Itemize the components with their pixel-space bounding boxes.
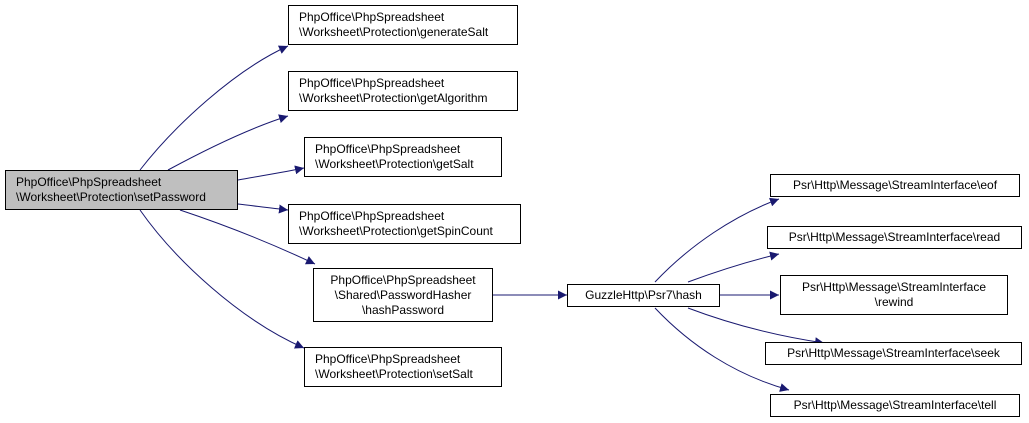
node-getalgorithm-line2: \Worksheet\Protection\getAlgorithm bbox=[299, 91, 488, 105]
node-getspincount-line2: \Worksheet\Protection\getSpinCount bbox=[299, 224, 493, 238]
node-setpassword[interactable]: PhpOffice\PhpSpreadsheet \Worksheet\Prot… bbox=[5, 170, 238, 210]
edge-setpassword-hashpassword bbox=[179, 209, 316, 265]
edge-setpassword-generatesalt bbox=[139, 45, 289, 171]
node-setsalt-line2: \Worksheet\Protection\setSalt bbox=[315, 367, 473, 381]
node-stream-read-label: Psr\Http\Message\StreamInterface\read bbox=[788, 230, 1001, 244]
node-setpassword-line1: PhpOffice\PhpSpreadsheet bbox=[16, 175, 162, 189]
node-stream-rewind-line2: \rewind bbox=[874, 295, 914, 309]
node-setsalt[interactable]: PhpOffice\PhpSpreadsheet \Worksheet\Prot… bbox=[304, 347, 502, 387]
node-stream-read[interactable]: Psr\Http\Message\StreamInterface\read bbox=[767, 226, 1022, 249]
edge-setpassword-getalgorithm bbox=[167, 114, 289, 171]
node-stream-rewind[interactable]: Psr\Http\Message\StreamInterface \rewind bbox=[780, 275, 1008, 315]
node-hashpassword[interactable]: PhpOffice\PhpSpreadsheet \Shared\Passwor… bbox=[313, 268, 493, 322]
edge-guzzlehash-tell bbox=[654, 307, 790, 392]
node-guzzlehash-label: GuzzleHttp\Psr7\hash bbox=[585, 288, 702, 302]
node-stream-tell[interactable]: Psr\Http\Message\StreamInterface\tell bbox=[770, 394, 1020, 417]
edge-setpassword-setsalt bbox=[139, 209, 305, 349]
node-setpassword-line2: \Worksheet\Protection\setPassword bbox=[16, 190, 206, 204]
node-setsalt-line1: PhpOffice\PhpSpreadsheet bbox=[315, 352, 461, 366]
node-getsalt[interactable]: PhpOffice\PhpSpreadsheet \Worksheet\Prot… bbox=[304, 137, 502, 177]
node-getalgorithm-line1: PhpOffice\PhpSpreadsheet bbox=[299, 76, 445, 90]
node-generatesalt-line1: PhpOffice\PhpSpreadsheet bbox=[299, 10, 445, 24]
node-getspincount[interactable]: PhpOffice\PhpSpreadsheet \Worksheet\Prot… bbox=[288, 204, 521, 244]
edge-guzzlehash-seek bbox=[687, 307, 825, 347]
node-getsalt-line2: \Worksheet\Protection\getSalt bbox=[315, 157, 474, 171]
node-stream-seek[interactable]: Psr\Http\Message\StreamInterface\seek bbox=[765, 342, 1022, 365]
edge-setpassword-getsalt bbox=[237, 165, 305, 181]
node-getalgorithm[interactable]: PhpOffice\PhpSpreadsheet \Worksheet\Prot… bbox=[288, 71, 518, 111]
node-generatesalt[interactable]: PhpOffice\PhpSpreadsheet \Worksheet\Prot… bbox=[288, 5, 518, 45]
node-getsalt-line1: PhpOffice\PhpSpreadsheet bbox=[315, 142, 461, 156]
node-hashpassword-line1: PhpOffice\PhpSpreadsheet bbox=[330, 272, 476, 287]
edge-setpassword-getspincount bbox=[237, 203, 289, 214]
node-stream-tell-label: Psr\Http\Message\StreamInterface\tell bbox=[793, 398, 997, 412]
node-stream-seek-label: Psr\Http\Message\StreamInterface\seek bbox=[787, 346, 1000, 360]
edge-guzzlehash-eof bbox=[654, 197, 780, 283]
edge-guzzlehash-read bbox=[687, 251, 780, 283]
node-stream-rewind-line1: Psr\Http\Message\StreamInterface bbox=[801, 280, 987, 294]
node-hashpassword-line3: \hashPassword bbox=[361, 302, 445, 317]
node-guzzlehash[interactable]: GuzzleHttp\Psr7\hash bbox=[567, 284, 720, 307]
node-getspincount-line1: PhpOffice\PhpSpreadsheet bbox=[299, 209, 445, 223]
node-hashpassword-line2: \Shared\PasswordHasher bbox=[334, 287, 472, 302]
node-generatesalt-line2: \Worksheet\Protection\generateSalt bbox=[299, 25, 489, 39]
node-stream-eof-label: Psr\Http\Message\StreamInterface\eof bbox=[792, 178, 998, 192]
node-stream-eof[interactable]: Psr\Http\Message\StreamInterface\eof bbox=[770, 174, 1020, 197]
